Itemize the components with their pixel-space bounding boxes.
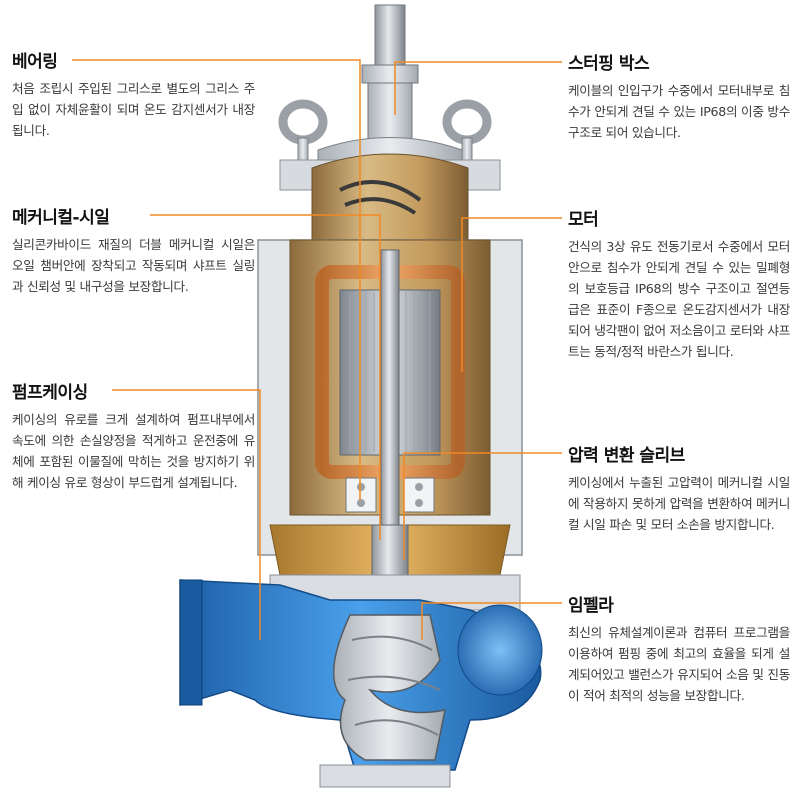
leader-lines bbox=[72, 59, 562, 640]
callout-impeller: 임펠라 최신의 유체설계이론과 컴퓨터 프로그램을 이용하여 펌핑 중에 최고의… bbox=[568, 591, 790, 706]
callout-title: 임펠라 bbox=[568, 596, 614, 616]
callout-text: 처음 조립시 주입된 그리스로 별도의 그리스 주입 없이 자체윤활이 되며 온… bbox=[12, 81, 255, 138]
callout-pressure-sleeve: 압력 변환 슬리브 케이싱에서 누출된 고압력이 메커니컬 시일에 작용하지 못… bbox=[568, 441, 790, 535]
callout-title: 베어링 bbox=[12, 52, 58, 72]
callout-text: 건식의 3상 유도 전동기로서 수중에서 모터안으로 침수가 안되게 견딜 수 … bbox=[568, 239, 790, 359]
callout-title: 스터핑 박스 bbox=[568, 54, 650, 74]
callout-pump-casing: 펌프케이싱 케이싱의 유로를 크게 설계하여 펌프내부에서 속도에 의한 손실양… bbox=[12, 378, 255, 493]
lifting-eye-bolts bbox=[278, 99, 492, 169]
callout-title: 압력 변환 슬리브 bbox=[568, 446, 685, 466]
callout-mechanical-seal: 메커니컬-시일 실리콘카바이드 재질의 더블 메커니컬 시일은 오일 챔버안에 … bbox=[12, 203, 255, 297]
callout-text: 케이싱에서 누출된 고압력이 메커니컬 시일에 작용하지 못하게 압력을 변환하… bbox=[568, 475, 790, 532]
callout-title: 펌프케이싱 bbox=[12, 383, 88, 403]
cable-chamber bbox=[311, 153, 469, 241]
callout-title: 메커니컬-시일 bbox=[12, 208, 110, 228]
callout-stuffing-box: 스터핑 박스 케이블의 인입구가 수중에서 모터내부로 침수가 안되게 견딜 수… bbox=[568, 49, 790, 143]
callout-text: 케이블의 인입구가 수중에서 모터내부로 침수가 안되게 견딜 수 있는 IP6… bbox=[568, 83, 790, 140]
callout-text: 실리콘카바이드 재질의 더블 메커니컬 시일은 오일 챔버안에 장착되고 작동되… bbox=[12, 237, 255, 294]
callout-text: 최신의 유체설계이론과 컴퓨터 프로그램을 이용하여 펌핑 중에 최고의 효율을… bbox=[568, 625, 790, 703]
stuffing-box-part bbox=[367, 82, 413, 144]
callout-motor: 모터 건식의 3상 유도 전동기로서 수중에서 모터안으로 침수가 안되게 견딜… bbox=[568, 205, 790, 362]
callout-text: 케이싱의 유로를 크게 설계하여 펌프내부에서 속도에 의한 손실양정을 적게하… bbox=[12, 412, 255, 490]
bearings bbox=[345, 477, 435, 513]
callout-bearing: 베어링 처음 조립시 주입된 그리스로 별도의 그리스 주입 없이 자체윤활이 … bbox=[12, 47, 255, 141]
cable-inlet bbox=[374, 4, 406, 71]
callout-title: 모터 bbox=[568, 210, 599, 230]
